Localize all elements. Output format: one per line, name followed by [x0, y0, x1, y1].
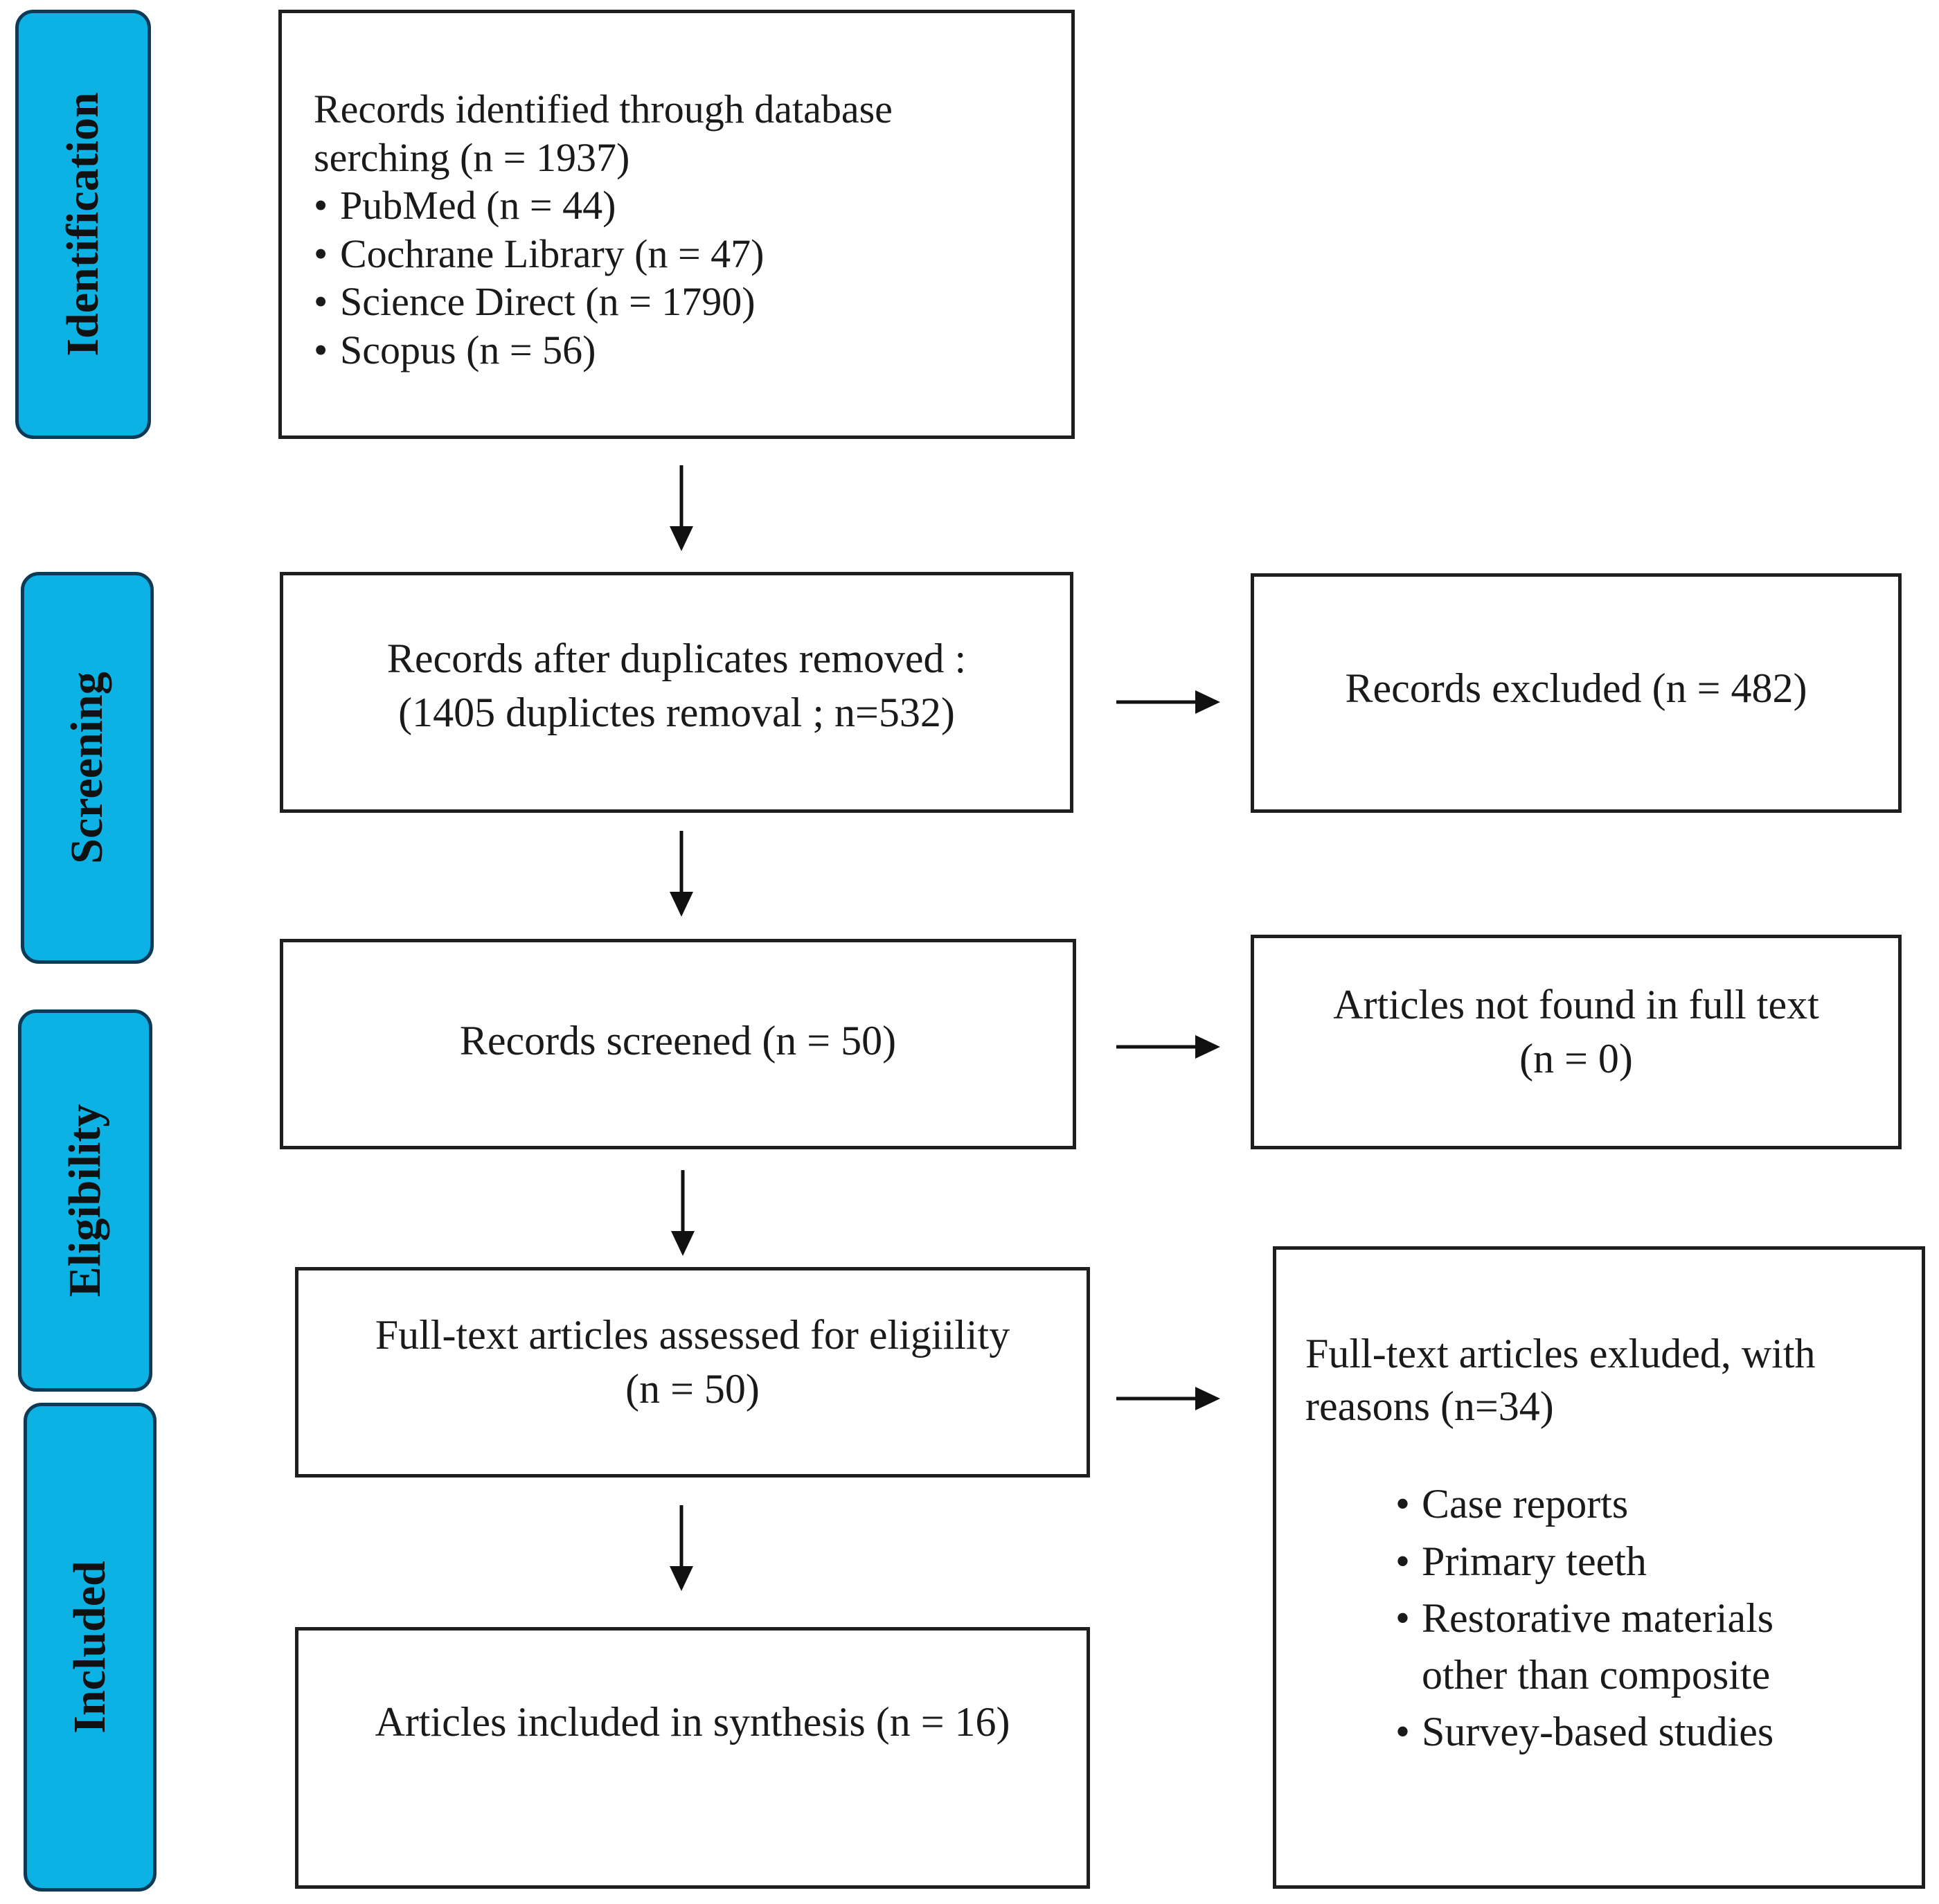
arrow-down-screening-to-screened [670, 831, 693, 917]
stage-screening: Screening [21, 572, 154, 964]
source-list: PubMed (n = 44) Cochrane Library (n = 47… [314, 181, 1071, 374]
arrow-down-identification-to-screening [670, 465, 693, 551]
stage-included: Included [24, 1403, 157, 1892]
source-item-science-direct: Science Direct (n = 1790) [314, 278, 1071, 326]
included-box: Articles included in synthesis (n = 16) [295, 1627, 1090, 1889]
records-excluded-text: Records excluded (n = 482) [1345, 665, 1807, 711]
records-screened-box: Records screened (n = 50) [280, 939, 1076, 1149]
stage-included-label: Included [64, 1561, 115, 1734]
stage-screening-label: Screening [62, 672, 112, 864]
reason-item-case-reports: Case reports [1395, 1475, 1922, 1532]
fulltext-excluded-line1: Full-text articles exluded, with [1305, 1331, 1816, 1376]
stage-identification-label: Identification [57, 92, 108, 357]
identification-title-line2: serching (n = 1937) [314, 134, 630, 180]
included-text: Articles included in synthesis (n = 16) [375, 1699, 1010, 1745]
reason-item-primary-teeth: Primary teeth [1395, 1533, 1922, 1590]
fulltext-excluded-box: Full-text articles exluded, with reasons… [1273, 1246, 1925, 1889]
not-found-line2: (n = 0) [1519, 1036, 1633, 1081]
stage-eligibility-label: Eligibility [60, 1104, 110, 1297]
exclusion-reasons-list: Case reports Primary teeth Restorative m… [1395, 1475, 1922, 1760]
fulltext-excluded-line2: reasons (n=34) [1305, 1383, 1554, 1430]
reason-item-restorative-line2: other than composite [1422, 1651, 1771, 1698]
eligibility-line2: (n = 50) [625, 1366, 760, 1412]
identification-box: Records identified through database serc… [278, 10, 1075, 439]
arrow-right-to-fulltext-excluded [1116, 1387, 1220, 1410]
source-item-cochrane: Cochrane Library (n = 47) [314, 230, 1071, 278]
stage-eligibility: Eligibility [18, 1009, 152, 1392]
arrow-right-to-records-excluded [1116, 690, 1220, 714]
identification-title-line1: Records identified through database [314, 87, 893, 132]
not-found-line1: Articles not found in full text [1333, 982, 1819, 1027]
eligibility-line1: Full-text articles assessed for eligiili… [375, 1312, 1010, 1358]
arrow-down-eligibility-to-included [670, 1505, 693, 1591]
source-item-scopus: Scopus (n = 56) [314, 326, 1071, 375]
records-excluded-box: Records excluded (n = 482) [1251, 573, 1902, 813]
duplicates-line2: (1405 duplictes removal ; n=532) [398, 690, 955, 735]
reason-item-restorative-line1: Restorative materials [1422, 1595, 1774, 1641]
not-found-box: Articles not found in full text (n = 0) [1251, 935, 1902, 1149]
duplicates-removed-box: Records after duplicates removed : (1405… [280, 572, 1073, 813]
arrow-down-screened-to-eligibility [671, 1170, 695, 1256]
duplicates-line1: Records after duplicates removed : [386, 636, 967, 681]
eligibility-assessed-box: Full-text articles assessed for eligiili… [295, 1267, 1090, 1478]
arrow-right-to-not-found [1116, 1035, 1220, 1059]
stage-identification: Identification [15, 10, 151, 439]
reason-item-restorative-materials: Restorative materials other than composi… [1395, 1590, 1922, 1703]
reason-item-survey-based: Survey-based studies [1395, 1703, 1922, 1760]
records-screened-text: Records screened (n = 50) [459, 1018, 897, 1063]
source-item-pubmed: PubMed (n = 44) [314, 181, 1071, 230]
